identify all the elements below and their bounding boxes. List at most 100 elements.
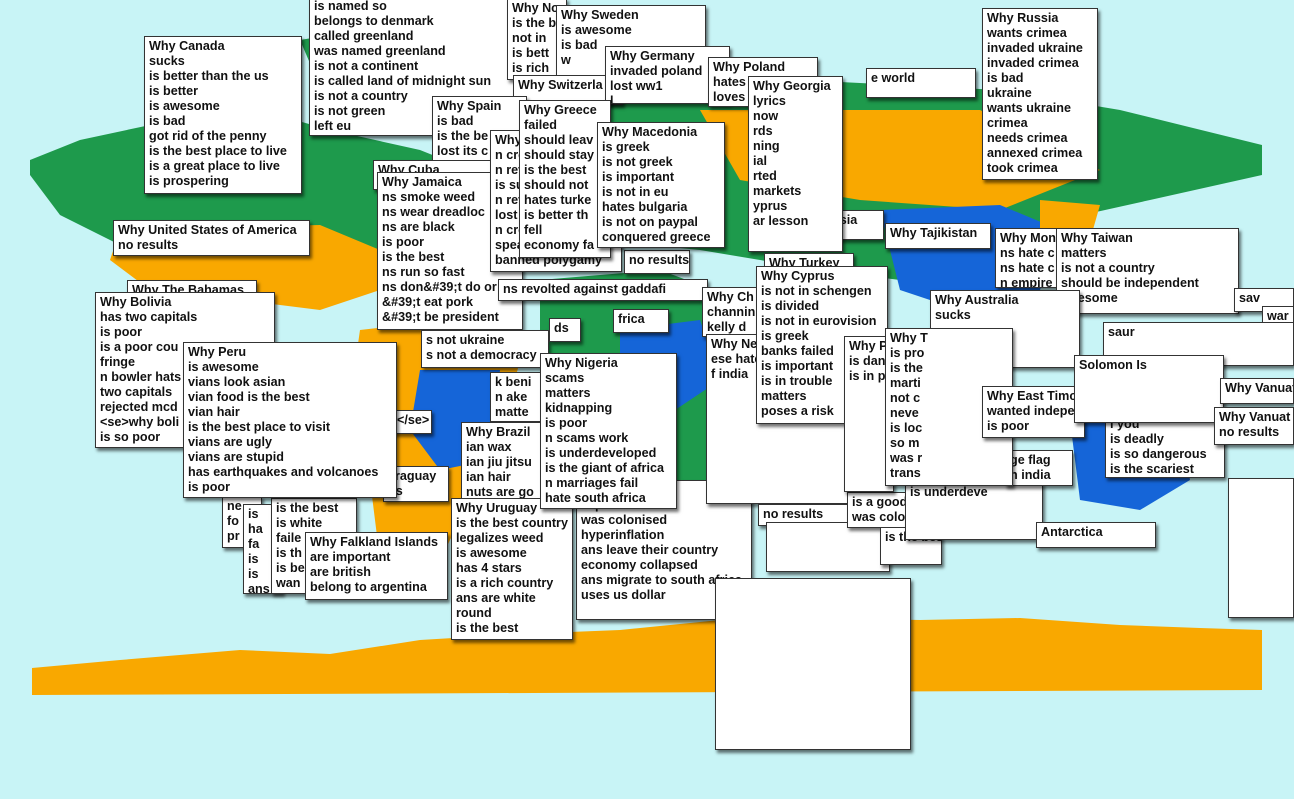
bolivia-line: two capitals [100, 385, 173, 399]
t-line: is dangerous [849, 354, 894, 368]
argleft2-line: fa [248, 537, 260, 551]
antarctica-land [32, 618, 1262, 695]
india-line: is underdeve [910, 485, 988, 499]
papua-line: is poor [987, 419, 1029, 433]
georgia-line: yprus [753, 199, 788, 213]
argleft2-line: is [248, 507, 259, 521]
nepal-box-title: Why Australia [935, 293, 1019, 307]
greenland-line: called greenland [314, 29, 414, 43]
argbig-line: wan [276, 576, 301, 590]
nigeria-line: hate south africa [545, 491, 646, 505]
australia-line: saur [1108, 325, 1135, 339]
greenland-line: is not green [314, 104, 386, 118]
peru-line: vian food is the best [188, 390, 310, 404]
tajikistan-box: Why Tajikistan [885, 223, 991, 249]
nigeria-line: is the giant of africa [545, 461, 664, 475]
jamaica-line: &#39;t eat pork [382, 295, 473, 309]
uruguay-line: is a rich country [456, 576, 554, 590]
underdev-line: no results [763, 507, 824, 521]
jamaica-box-title: Why Jamaica [382, 175, 462, 189]
mid-line: n rev [495, 163, 526, 177]
spain-box-title: Why Spain [437, 99, 502, 113]
sav-line: war [1267, 309, 1289, 323]
macedonia-line: is not greek [602, 155, 673, 169]
mid-line: spea [495, 238, 524, 252]
sweden-line: is bad [561, 38, 598, 52]
usa-line: no results [118, 238, 179, 252]
vietnam-line: neve [890, 406, 919, 420]
k-box-title: Why Ch [707, 290, 754, 304]
russia-line: wants crimea [987, 26, 1067, 40]
bolivia-line: is a poor cou [100, 340, 179, 354]
greenland-line: left eu [314, 119, 352, 133]
taiwan-line: awesome [1061, 291, 1118, 305]
solomon-box: Why Vanuat [1220, 378, 1294, 404]
russia-line: took crimea [987, 161, 1058, 175]
uruguay-line: round [456, 606, 492, 620]
georgia-box-title: Why Georgia [753, 79, 831, 93]
bolivia-box-title: Why Bolivia [100, 295, 172, 309]
argbig-line: is be [276, 561, 305, 575]
greenland-line: is not a country [314, 89, 408, 103]
vietnam-line: is the [890, 361, 923, 375]
canada-line: sucks [149, 54, 185, 68]
ds-line: ds [554, 321, 569, 335]
antarcticlands-box-title: Antarctica [1041, 525, 1103, 539]
spain-line: is bad [437, 114, 474, 128]
vietnam-line: trans [890, 466, 921, 480]
vietnam-line: marti [890, 376, 921, 390]
zimbabwe-line: ans leave their country [581, 543, 719, 557]
bolivia-line: rejected mcd [100, 400, 178, 414]
greece-line: should stay [524, 148, 594, 162]
greece-line: hates turke [524, 193, 592, 207]
uruguay-line: has 4 stars [456, 561, 522, 575]
georgia-line: markets [753, 184, 802, 198]
germany-line: l [610, 94, 614, 104]
germany-box-title: Why Germany [610, 49, 695, 63]
nepal-line: sucks [935, 308, 971, 322]
mongolia-box-title: Why Mon [1000, 231, 1056, 245]
greece-line: should not [524, 178, 589, 192]
taiwan-box-title: Why Taiwan [1061, 231, 1133, 245]
bolivia-line: has two capitals [100, 310, 198, 324]
nigeria-line: is poor [545, 416, 587, 430]
canada-line: is better than the us [149, 69, 269, 83]
zimbabwe-line: ans migrate to south africa [581, 573, 742, 587]
norway-line: is bett [512, 46, 550, 60]
nigeria-box-title: Why Nigeria [545, 356, 618, 370]
argbig-line: is th [276, 546, 302, 560]
greece-line: failed [524, 118, 557, 132]
greenland-line: is called land of midnight sun [314, 74, 492, 88]
argbig-line: is white [276, 516, 323, 530]
cyprus-line: is in trouble [761, 374, 833, 388]
sharia-line: was colonized [852, 510, 906, 524]
noresults-box: no results [624, 250, 690, 274]
georgia-line: ar lesson [753, 214, 809, 228]
spain-line: lost its c [437, 144, 489, 158]
greenland-line: was named greenland [314, 44, 446, 58]
canada-line: is prospering [149, 174, 229, 188]
argleft2-line: ha [248, 522, 263, 536]
world-line: e world [871, 71, 916, 85]
canada-line: is a great place to live [149, 159, 280, 173]
peru-line: vian hair [188, 405, 240, 419]
falkland-line: belong to argentina [310, 580, 427, 594]
greece-line: is better th [524, 208, 589, 222]
ds-box: ds [549, 318, 581, 342]
zimbabwe-line: hyperinflation [581, 528, 665, 542]
africa-line: frica [618, 312, 645, 326]
germany-line: lost ww1 [610, 79, 663, 93]
bolivia-line: <se>why boli [100, 415, 180, 429]
georgia-line: ning [753, 139, 780, 153]
zimbabwe-line: economy collapsed [581, 558, 698, 572]
mid-line: is su [495, 178, 524, 192]
libya-box: ns revolted against gaddafi [498, 279, 708, 301]
t-line: is in poverty [849, 369, 893, 383]
switzerland-box-title: Why Switzerla [518, 78, 603, 92]
